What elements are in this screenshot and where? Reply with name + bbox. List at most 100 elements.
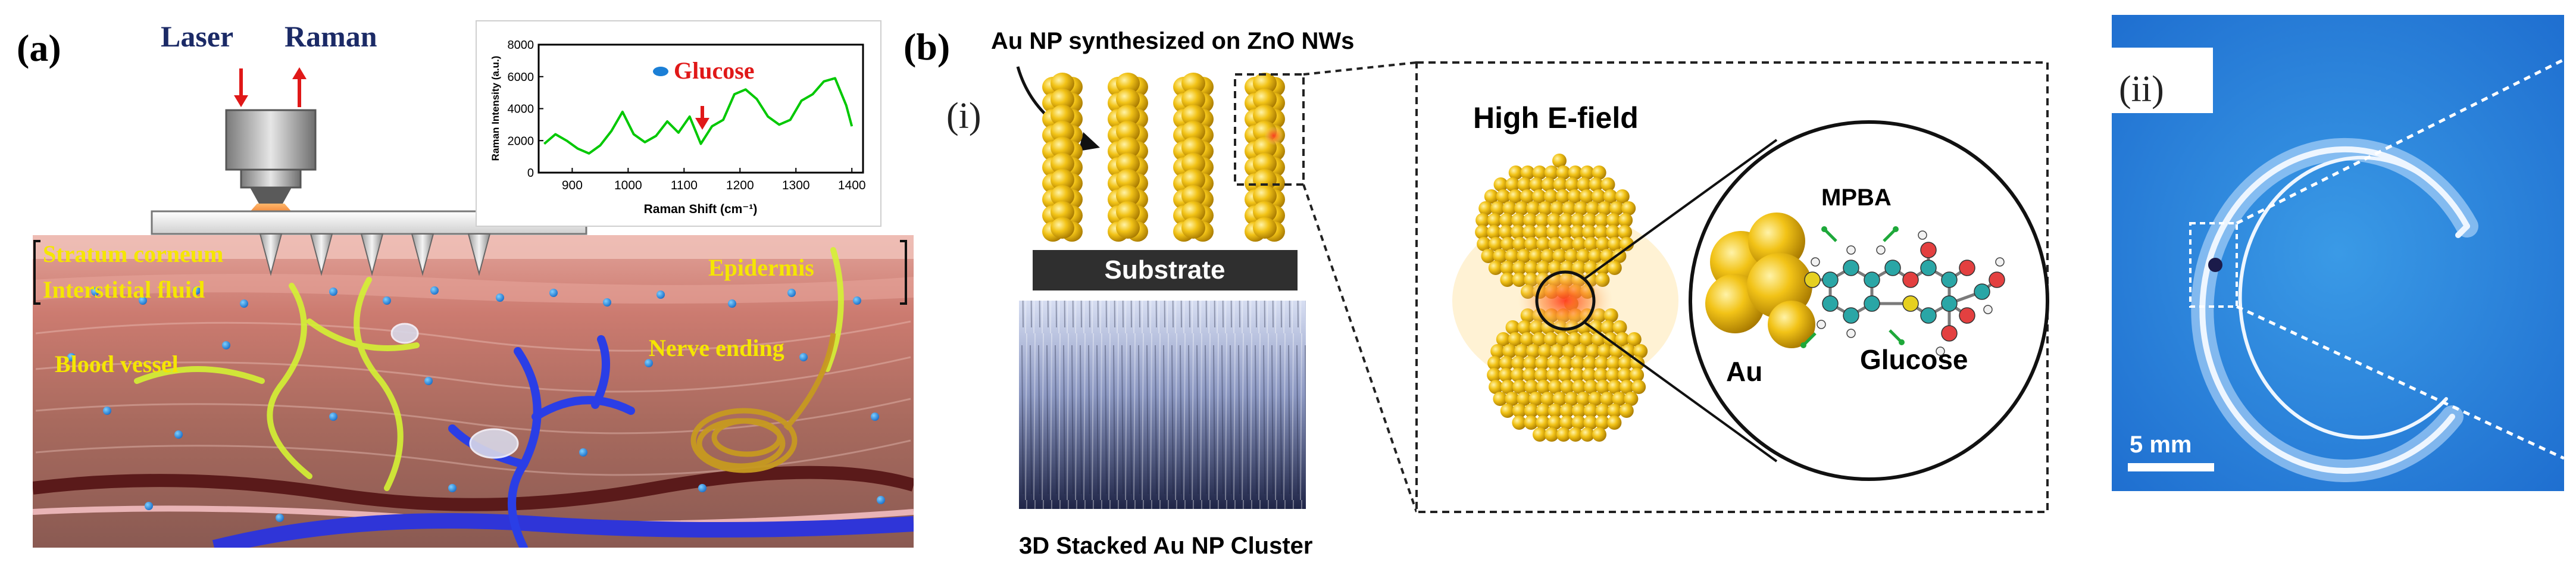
nerve-ending-label: Nerve ending bbox=[649, 335, 784, 361]
np-column bbox=[1245, 73, 1285, 242]
nerve-fibers bbox=[134, 247, 844, 491]
molecule-atom bbox=[1864, 295, 1880, 312]
np-column bbox=[1042, 73, 1083, 242]
molecule-atom bbox=[1959, 307, 1975, 324]
glucose-legend-marker bbox=[653, 67, 668, 76]
molecule-atom bbox=[1843, 307, 1859, 324]
synth-label: Au NP synthesized on ZnO NWs bbox=[991, 28, 1354, 54]
magnifier-small-circle bbox=[1535, 270, 1596, 331]
panel-b: (b) (i) Au NP synthesized on ZnO NWs Sub… bbox=[904, 15, 2565, 559]
vibration-arrow-head bbox=[1800, 342, 1806, 348]
molecule-atom bbox=[1804, 271, 1821, 288]
sensor-zoom-box bbox=[2189, 222, 2238, 308]
panel-b-sub-ii-label: (ii) bbox=[2119, 69, 2164, 110]
chart-ytick-label: 6000 bbox=[508, 71, 534, 84]
chart-series-line bbox=[543, 77, 854, 155]
au-nanoparticles bbox=[1705, 213, 1815, 348]
molecule-atom bbox=[1902, 271, 1919, 288]
raman-label: Raman bbox=[285, 20, 377, 53]
molecule-hydrogen bbox=[1995, 257, 2005, 267]
vibration-arrow-head bbox=[1893, 226, 1899, 232]
magnifier-line-top bbox=[1582, 139, 1778, 281]
column-zoom-box bbox=[1234, 73, 1305, 186]
glucose-molecule-label: Glucose bbox=[1860, 344, 1968, 375]
chart-ytick-label: 4000 bbox=[508, 103, 534, 116]
molecule-atom bbox=[1843, 260, 1859, 276]
raman-up-arrow bbox=[292, 67, 307, 107]
column-hotspot bbox=[1264, 126, 1283, 145]
molecule-hydrogen bbox=[1936, 346, 1945, 356]
stratum-corneum-label: Stratum corneum bbox=[43, 240, 223, 267]
molecule-atom bbox=[1884, 260, 1901, 276]
au-label: Au bbox=[1726, 356, 1762, 387]
scale-bar-label: 5 mm bbox=[2130, 432, 2192, 458]
molecule-atom bbox=[1822, 295, 1839, 312]
substrate-label: Substrate bbox=[1105, 255, 1226, 285]
chart-ytick-label: 8000 bbox=[508, 39, 534, 52]
laser-label: Laser bbox=[161, 20, 233, 53]
chart-xlabel: Raman Shift (cm⁻¹) bbox=[644, 202, 758, 216]
cluster-label: 3D Stacked Au NP Cluster bbox=[1019, 533, 1313, 559]
molecule-atom bbox=[1822, 271, 1839, 288]
mpba-label: MPBA bbox=[1821, 185, 1892, 211]
molecule-atom bbox=[1920, 260, 1937, 276]
sensor-zoom-line-bottom bbox=[2236, 305, 2565, 460]
molecule-hydrogen bbox=[1846, 245, 1856, 255]
chart-xtick-label: 1000 bbox=[614, 179, 642, 192]
chart-xtick-label: 900 bbox=[562, 179, 583, 192]
chart-xtick-label: 1300 bbox=[782, 179, 810, 192]
molecule-atom bbox=[1864, 271, 1880, 288]
mpba-glucose-molecule bbox=[1800, 226, 2005, 356]
dimer-hotspot bbox=[1518, 268, 1613, 333]
microneedles bbox=[259, 233, 491, 276]
laser-down-arrow bbox=[234, 68, 248, 107]
molecule-atom bbox=[1941, 325, 1958, 342]
interstitial-fluid-dots bbox=[67, 286, 885, 522]
sensor-spot bbox=[2208, 258, 2222, 272]
panel-b-label: (b) bbox=[904, 26, 950, 68]
vibration-arrow-head bbox=[1821, 226, 1827, 232]
molecule-hydrogen bbox=[1876, 245, 1886, 255]
vibration-arrow-head bbox=[1899, 339, 1905, 345]
blood-vessel-label: Blood vessel bbox=[55, 351, 179, 377]
chart-ylabel: Raman Intensity (a.u.) bbox=[490, 56, 501, 161]
panel-b-sub-i-label: (i) bbox=[946, 96, 981, 136]
molecule-atom bbox=[1920, 307, 1937, 324]
molecule-hydrogen bbox=[1817, 320, 1826, 329]
molecule-atom bbox=[1941, 271, 1958, 288]
zoom-line-bottom bbox=[1302, 184, 1418, 513]
laser-head-icon bbox=[225, 109, 317, 213]
chart-ytick-label: 2000 bbox=[508, 135, 534, 148]
np-column bbox=[1173, 73, 1214, 242]
molecule-atom bbox=[1902, 295, 1919, 312]
substrate-block bbox=[1033, 250, 1298, 290]
molecule-atom bbox=[1974, 283, 1990, 300]
zoom-line-top bbox=[1303, 61, 1417, 76]
chart-xtick-label: 1400 bbox=[838, 179, 866, 192]
au-cluster bbox=[1475, 154, 1636, 299]
panel-a: (a) Laser Raman bbox=[17, 20, 914, 548]
molecule-atom bbox=[1920, 242, 1937, 258]
chart-xtick-label: 1100 bbox=[671, 179, 698, 192]
glucose-peak-arrow bbox=[695, 106, 709, 130]
sensor-zoom-line-top bbox=[2236, 58, 2565, 225]
interstitial-fluid-label: Interstitial fluid bbox=[43, 276, 205, 303]
nerve-bundle bbox=[690, 333, 836, 473]
molecule-hydrogen bbox=[1983, 305, 1993, 314]
skin-bracket-left bbox=[33, 240, 40, 305]
panel-a-label: (a) bbox=[17, 27, 61, 69]
efield-label: High E-field bbox=[1473, 101, 1639, 135]
skin-bracket-right bbox=[900, 240, 907, 305]
molecule-hydrogen bbox=[1811, 257, 1820, 267]
np-column bbox=[1108, 73, 1148, 242]
glucose-legend-label: Glucose bbox=[674, 57, 755, 84]
molecule-hydrogen bbox=[1918, 230, 1927, 240]
chart-xtick-label: 1200 bbox=[726, 179, 754, 192]
molecule-atom bbox=[1989, 271, 2005, 288]
sem-image bbox=[1019, 301, 1306, 509]
molecule-atom bbox=[1959, 260, 1975, 276]
